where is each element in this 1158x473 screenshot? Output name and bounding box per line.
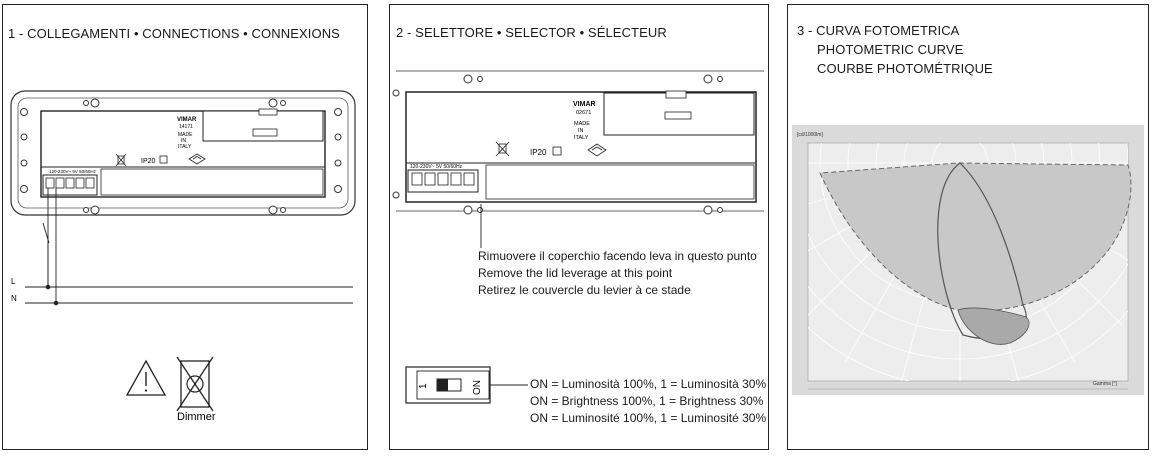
c90-lobe xyxy=(957,307,1030,345)
lever-note-en: Remove the lid leverage at this point xyxy=(478,266,673,280)
switch-position-one: 1 xyxy=(418,383,429,389)
weee-bin-icon xyxy=(115,153,127,167)
lever-note: Rimuovere il coperchio facendo leva in q… xyxy=(478,248,757,299)
photometric-title: 3 - CURVA FOTOMETRICA PHOTOMETRIC CURVE … xyxy=(797,21,993,78)
switch-position-on: ON xyxy=(472,380,483,395)
live-wire-label: L xyxy=(11,277,16,286)
dimmer-caption: Dimmer xyxy=(177,411,216,423)
weee-bin-icon xyxy=(495,141,510,157)
lever-note-it: Rimuovere il coperchio facendo leva in q… xyxy=(478,249,757,263)
photometric-title-en: PHOTOMETRIC CURVE xyxy=(817,42,964,57)
neutral-wire-label: N xyxy=(11,294,17,303)
lever-note-fr: Retirez le couvercle du levier à ce stad… xyxy=(478,283,691,297)
selector-switch-icon xyxy=(405,366,528,404)
switch-legend-fr: ON = Luminosité 100%, 1 = Luminosité 30% xyxy=(530,411,767,425)
made-in-line-1: MADE xyxy=(574,121,590,127)
class-two-icon xyxy=(552,146,562,156)
connections-panel: 1 - COLLEGAMENTI • CONNECTIONS • CONNEXI… xyxy=(2,4,368,450)
photometric-chart: [cd/1000lm] Gamma [°] xyxy=(792,125,1144,395)
product-code: 02671 xyxy=(576,110,591,116)
made-in-line-3: ITALY xyxy=(178,144,192,150)
class-two-icon xyxy=(159,155,168,164)
gamma-axis-label: Gamma [°] xyxy=(1093,381,1118,387)
ip-rating: IP20 xyxy=(141,158,156,165)
ip-rating: IP20 xyxy=(530,148,547,157)
warning-icon xyxy=(125,359,167,396)
no-dimmer-icon xyxy=(176,356,214,412)
selector-panel: 2 - SELETTORE • SELECTOR • SÉLECTEUR 120… xyxy=(389,4,769,450)
terminal-rating-text: 120-230V~ 5V 50/60Hz xyxy=(410,164,463,170)
made-in-line-2: IN xyxy=(181,138,186,144)
connections-title: 1 - COLLEGAMENTI • CONNECTIONS • CONNEXI… xyxy=(8,26,340,41)
connections-diagram: 120-230V~ 5V 50/60Hz VIMAR 14171 MADE IN… xyxy=(10,90,356,423)
switch-legend-en: ON = Brightness 100%, 1 = Brightness 30% xyxy=(530,394,764,408)
switch-legend-it: ON = Luminosità 100%, 1 = Luminosità 30% xyxy=(530,377,767,391)
photometric-title-it: 3 - CURVA FOTOMETRICA xyxy=(797,23,960,38)
made-in-line-3: ITALY xyxy=(574,135,589,141)
ce-mark-icon xyxy=(188,153,206,165)
photometric-title-fr: COURBE PHOTOMÉTRIQUE xyxy=(817,61,993,76)
terminal-rating-text: 120-230V~ 5V 50/60Hz xyxy=(49,169,97,174)
made-in-line-1: MADE xyxy=(178,132,193,138)
brand-label: VIMAR xyxy=(573,101,596,108)
brand-label: VIMAR xyxy=(177,117,197,123)
ce-mark-icon xyxy=(587,143,607,157)
switch-legend: ON = Luminosità 100%, 1 = Luminosità 30%… xyxy=(530,376,766,427)
selector-title: 2 - SELETTORE • SELECTOR • SÉLECTEUR xyxy=(396,25,667,40)
chart-unit-label: [cd/1000lm] xyxy=(797,132,823,138)
product-code: 14171 xyxy=(179,124,193,130)
c0-curve xyxy=(819,162,1132,312)
made-in-line-2: IN xyxy=(578,128,584,134)
photometric-panel: 3 - CURVA FOTOMETRICA PHOTOMETRIC CURVE … xyxy=(787,4,1149,450)
selector-diagram: 120-230V~ 5V 50/60Hz VIMAR 02671 MADE IN… xyxy=(392,70,764,404)
